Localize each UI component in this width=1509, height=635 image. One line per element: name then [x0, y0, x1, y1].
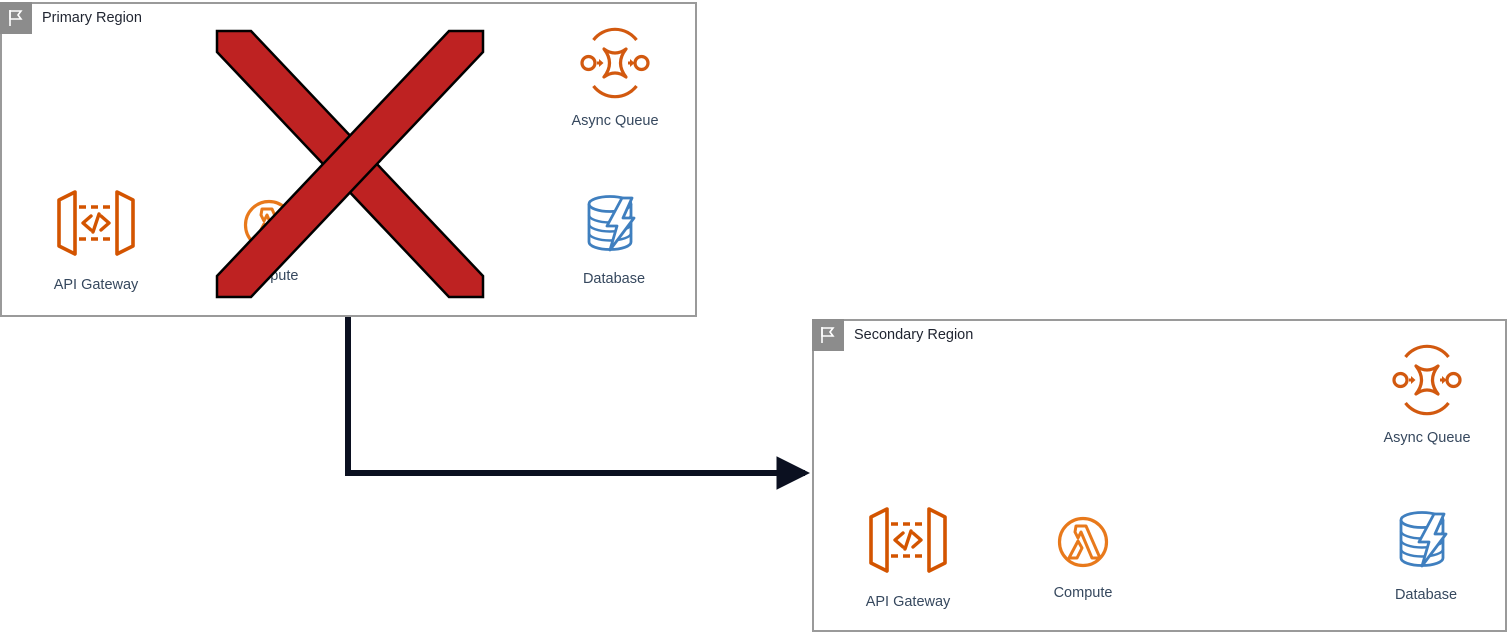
api-gateway-icon	[53, 180, 139, 271]
region-primary-header: Primary Region	[0, 2, 142, 34]
node-primary-compute-label: Compute	[239, 268, 299, 284]
database-icon	[579, 190, 649, 265]
region-secondary-header: Secondary Region	[812, 319, 973, 351]
node-secondary-database[interactable]: Database	[1390, 506, 1462, 603]
node-primary-api-gateway[interactable]: API Gateway	[50, 180, 142, 293]
node-secondary-api-gateway-label: API Gateway	[865, 594, 951, 610]
async-queue-icon	[576, 24, 654, 107]
node-primary-database[interactable]: Database	[578, 190, 650, 287]
database-icon	[1391, 506, 1461, 581]
region-secondary-title: Secondary Region	[854, 327, 974, 343]
node-secondary-database-label: Database	[1394, 587, 1458, 603]
node-primary-compute[interactable]: Compute	[236, 193, 302, 284]
node-secondary-compute-label: Compute	[1053, 585, 1113, 601]
flag-icon	[812, 319, 844, 351]
node-primary-async-queue-label: Async Queue	[571, 113, 659, 129]
node-primary-async-queue[interactable]: Async Queue	[571, 24, 659, 129]
edge-failover-primary-to-secondary	[345, 317, 811, 490]
node-primary-api-gateway-label: API Gateway	[53, 277, 139, 293]
node-secondary-async-queue-label: Async Queue	[1383, 430, 1471, 446]
node-secondary-api-gateway[interactable]: API Gateway	[862, 497, 954, 610]
api-gateway-icon	[865, 497, 951, 588]
region-primary-title: Primary Region	[42, 10, 142, 26]
flag-icon	[0, 2, 32, 34]
node-secondary-compute[interactable]: Compute	[1050, 510, 1116, 601]
node-secondary-async-queue[interactable]: Async Queue	[1383, 341, 1471, 446]
async-queue-icon	[1388, 341, 1466, 424]
lambda-compute-icon	[237, 193, 301, 262]
lambda-compute-icon	[1051, 510, 1115, 579]
node-primary-database-label: Database	[582, 271, 646, 287]
region-secondary[interactable]: Secondary Region	[812, 319, 1507, 632]
